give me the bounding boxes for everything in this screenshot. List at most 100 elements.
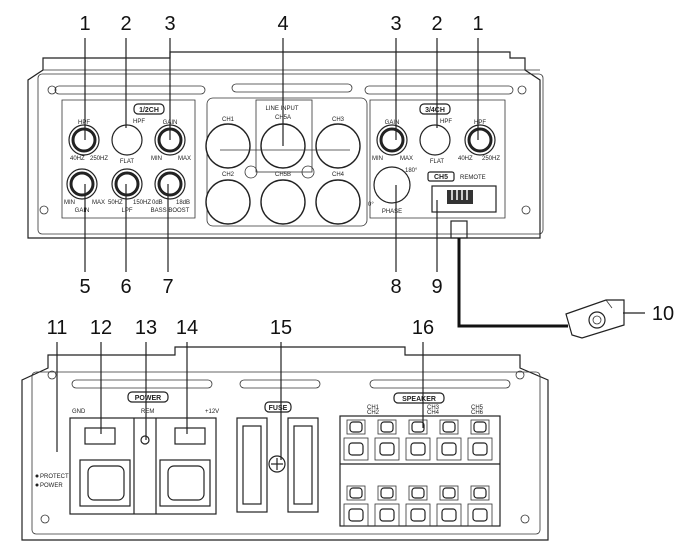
remote-port[interactable] — [447, 190, 473, 204]
ch2-label: CH2 — [222, 172, 235, 178]
speaker-col-label: CH3 — [427, 405, 440, 411]
ch3-rca-jack[interactable] — [315, 123, 361, 169]
speaker-screw[interactable] — [408, 485, 428, 501]
gnd-terminal[interactable] — [84, 427, 116, 445]
speaker-screw[interactable] — [439, 419, 459, 435]
callout-6: 6 — [120, 276, 131, 298]
flat-label: FLAT — [430, 159, 445, 165]
speaker-wire-slot[interactable] — [467, 503, 493, 527]
speaker-wire-slot[interactable] — [436, 437, 462, 461]
protect-led-label: PROTECT — [40, 474, 69, 480]
lpf-label: LPF — [121, 208, 132, 214]
bass-boost-label: BASS BOOST — [151, 208, 190, 214]
speaker-wire-slot[interactable] — [405, 437, 431, 461]
speaker-screw[interactable] — [439, 485, 459, 501]
screw-hole — [40, 514, 50, 524]
callout-10: 10 — [652, 303, 674, 325]
callout-2-right: 2 — [431, 13, 442, 35]
hpf-flat-switch-left[interactable] — [111, 124, 143, 156]
ch2-rca-jack[interactable] — [205, 179, 251, 225]
hz250-label: 250HZ — [90, 156, 108, 162]
speaker-col-label: CH6 — [471, 410, 484, 416]
speaker-wire-slot[interactable] — [374, 437, 400, 461]
callout-1-left: 1 — [79, 13, 90, 35]
callout-8: 8 — [390, 276, 401, 298]
plus12v-label: +12V — [205, 409, 219, 415]
fuse-holder-screw — [268, 455, 286, 473]
callout-16: 16 — [412, 317, 434, 339]
plus12v-terminal[interactable] — [174, 427, 206, 445]
screw-hole — [517, 85, 527, 95]
speaker-col-label: CH5 — [471, 405, 484, 411]
speaker-wire-slot[interactable] — [467, 437, 493, 461]
rem-label: REM — [141, 409, 154, 415]
max-label: MAX — [178, 156, 191, 162]
phase-switch[interactable] — [373, 166, 411, 204]
speaker-col-label: CH2 — [367, 410, 380, 416]
fuse-label: FUSE — [269, 405, 288, 412]
speaker-wire-slot[interactable] — [436, 503, 462, 527]
speaker-screw[interactable] — [470, 485, 490, 501]
hz250-label: 250HZ — [482, 156, 500, 162]
remote-label: REMOTE — [460, 175, 486, 181]
gnd-label: GND — [72, 409, 86, 415]
callout-14: 14 — [176, 317, 198, 339]
hpf-label: HPF — [78, 120, 90, 126]
callout-13: 13 — [135, 317, 157, 339]
ch5b-label: CH5B — [275, 172, 291, 178]
remote-plug[interactable] — [450, 220, 468, 239]
fuse-2[interactable] — [287, 417, 319, 513]
callout-numbers: 1 2 3 4 3 2 1 5 6 7 8 9 10 11 12 13 14 1… — [47, 13, 675, 339]
hpf-flat-switch-right[interactable] — [419, 124, 451, 156]
ch5-label: CH5 — [434, 174, 448, 181]
speaker-col-label: CH4 — [427, 410, 440, 416]
speaker-screw[interactable] — [408, 419, 428, 435]
callout-9: 9 — [431, 276, 442, 298]
min-label: MIN — [151, 156, 162, 162]
speaker-wire-slot[interactable] — [374, 503, 400, 527]
ch1-label: CH1 — [222, 117, 235, 123]
speaker-terminal-block — [339, 415, 501, 527]
rem-terminal[interactable] — [140, 435, 150, 445]
hpf-label: HPF — [440, 119, 452, 125]
max-label: MAX — [400, 156, 413, 162]
callout-11: 11 — [47, 317, 68, 339]
screw-hole — [521, 205, 531, 215]
screw-hole — [520, 514, 530, 524]
deg0-label: 0° — [368, 202, 374, 208]
ch4-label: CH4 — [332, 172, 345, 178]
speaker-wire-slot[interactable] — [405, 503, 431, 527]
fuse-1[interactable] — [236, 417, 268, 513]
ch4-rca-jack[interactable] — [315, 179, 361, 225]
min-label: MIN — [372, 156, 383, 162]
remote-level-controller[interactable] — [565, 299, 625, 339]
bottom-amp-panel: POWER GND REM +12V PROTECT POWER FUSE SP… — [21, 346, 549, 541]
ch1-rca-jack[interactable] — [205, 123, 251, 169]
screw-hole — [515, 370, 525, 380]
speaker-screw[interactable] — [377, 419, 397, 435]
line-input-label: LINE INPUT — [265, 106, 298, 112]
callout-1-right: 1 — [472, 13, 483, 35]
screw-hole — [47, 370, 57, 380]
callout-lines — [56, 38, 479, 460]
speaker-wire-slot[interactable] — [343, 503, 369, 527]
speaker-screw[interactable] — [377, 485, 397, 501]
screw-hole — [39, 205, 49, 215]
deg180-label: 180° — [405, 168, 418, 174]
power-label: POWER — [135, 395, 161, 402]
screw-hole — [47, 85, 57, 95]
phase-label: PHASE — [382, 209, 402, 215]
callout-2-left: 2 — [120, 13, 131, 35]
speaker-screw[interactable] — [346, 485, 366, 501]
speaker-screw[interactable] — [346, 419, 366, 435]
speaker-screw[interactable] — [470, 419, 490, 435]
ch5b-rca-jack[interactable] — [260, 179, 306, 225]
hpf-label: HPF — [133, 119, 145, 125]
speaker-wire-slot[interactable] — [343, 437, 369, 461]
db18-label: 18dB — [176, 200, 190, 206]
callout-15: 15 — [270, 317, 292, 339]
section-1-2ch-label: 1/2CH — [139, 107, 159, 114]
section-3-4ch-label: 3/4CH — [425, 107, 445, 114]
hz50-label: 50HZ — [108, 200, 123, 206]
